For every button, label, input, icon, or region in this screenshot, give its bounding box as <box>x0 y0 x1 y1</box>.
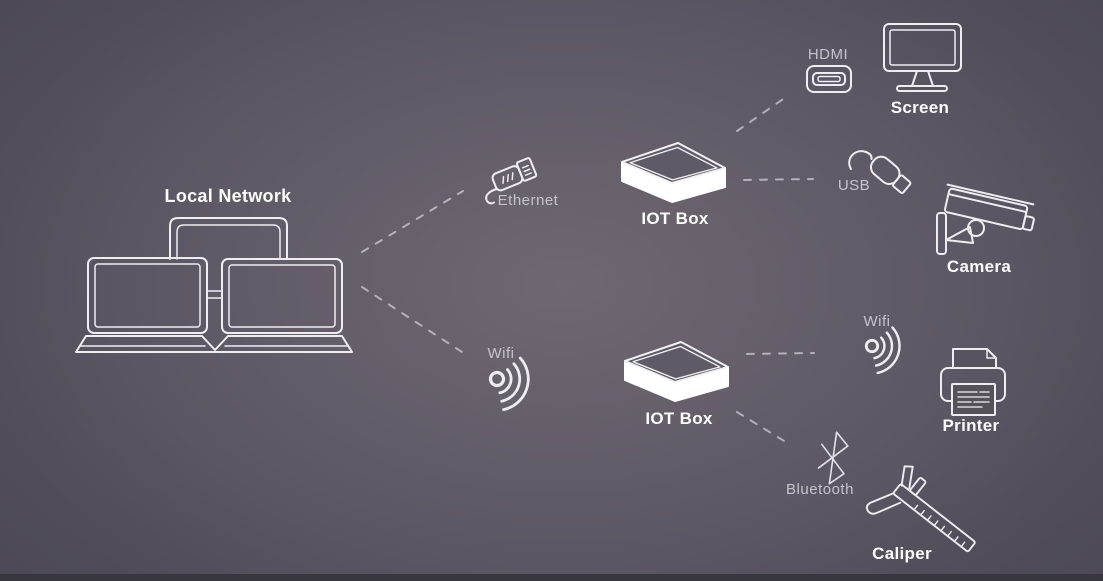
screen-icon <box>883 23 962 92</box>
caliper-icon <box>865 465 976 553</box>
line-network-wifi <box>361 286 463 353</box>
bluetooth-icon <box>817 431 849 485</box>
letterbox-bar <box>0 574 1103 581</box>
wifi-left-label: Wifi <box>487 345 515 362</box>
ethernet-icon <box>485 157 538 205</box>
printer-label: Printer <box>942 416 1000 435</box>
line-network-ethernet <box>361 190 464 253</box>
usb-label: USB <box>837 177 871 194</box>
printed-text-lines <box>957 391 990 408</box>
line-box-usb <box>743 178 814 181</box>
iot-box-bottom-label: IOT Box <box>645 409 713 428</box>
local-network-label: Local Network <box>164 186 292 206</box>
hdmi-icon <box>806 65 852 93</box>
caliper-label: Caliper <box>872 544 932 563</box>
line-box-hdmi <box>736 94 790 132</box>
local-network-icon <box>75 217 353 353</box>
laptop-bases <box>75 335 353 353</box>
laptop-right-display <box>228 264 336 328</box>
iot-box-top-label: IOT Box <box>641 209 709 228</box>
bluetooth-label: Bluetooth <box>786 481 854 498</box>
camera-label: Camera <box>946 257 1012 276</box>
monitor-inner <box>176 224 281 260</box>
screen-label: Screen <box>890 98 950 117</box>
monitor-outline <box>169 217 288 260</box>
hdmi-label: HDMI <box>807 46 849 63</box>
usb-cable <box>848 150 873 170</box>
caliper-ticks <box>913 504 966 548</box>
iot-box-bottom-icon <box>624 341 729 402</box>
ethernet-label: Ethernet <box>497 192 559 209</box>
connection-lines <box>361 94 815 445</box>
ethernet-cable <box>485 188 498 205</box>
line-box-bluetooth <box>736 411 790 445</box>
camera-icon <box>936 183 1035 255</box>
printer-icon <box>940 348 1006 416</box>
laptop-left-display <box>94 263 201 328</box>
usb-icon <box>848 150 912 194</box>
laptop-left-screen <box>87 257 208 334</box>
laptop-right-screen <box>221 258 343 334</box>
line-box-wifi <box>746 352 815 355</box>
iot-box-top-icon <box>621 142 726 203</box>
wifi-right-label: Wifi <box>863 313 891 330</box>
